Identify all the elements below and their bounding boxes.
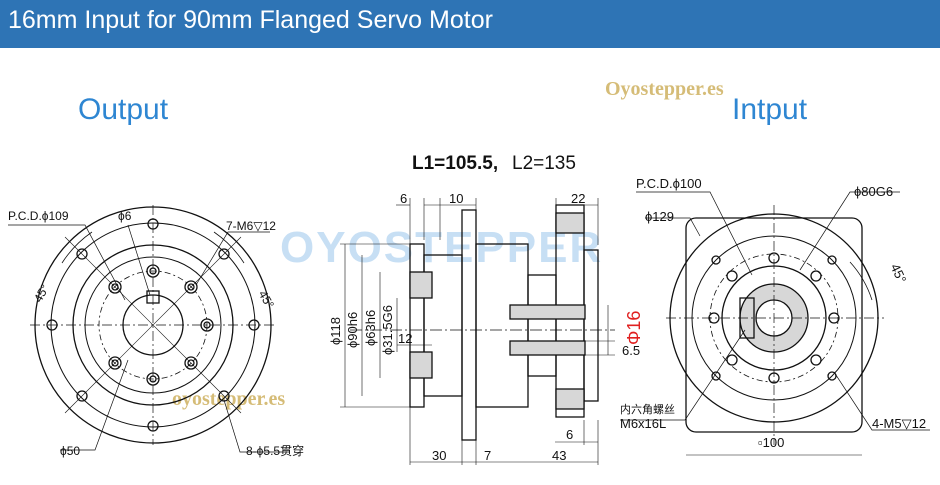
dim-6-5: 6.5 [622, 343, 640, 358]
title-banner: 16mm Input for 90mm Flanged Servo Motor [0, 0, 940, 48]
dim-phi16: Φ16 [624, 311, 644, 345]
input-label: Intput [732, 93, 808, 126]
output-holes-label: 8-ϕ5.5贯穿 [246, 443, 304, 458]
dim-d63: ϕ63h6 [363, 310, 378, 346]
watermark-logo: OYOSTEPPER [280, 223, 603, 272]
dim-43: 43 [552, 448, 566, 463]
l1-label: L1=105.5, [412, 153, 498, 174]
dim-6-top: 6 [400, 191, 407, 206]
dim-12: 12 [398, 331, 412, 346]
input-flange-view [620, 191, 930, 456]
input-d80-label: ϕ80G6 [854, 184, 893, 199]
input-pcd-label: P.C.D.ϕ100 [636, 176, 702, 191]
input-angle-label: 45° [888, 261, 910, 285]
input-screw-label: M6x16L [620, 416, 666, 431]
page-title: 16mm Input for 90mm Flanged Servo Motor [8, 6, 493, 34]
l2-label: L2=135 [512, 153, 576, 174]
output-label: Output [78, 93, 169, 126]
output-pcd-label: P.C.D.ϕ109 [8, 209, 69, 223]
output-dia50-label: ϕ50 [60, 444, 80, 458]
dim-10: 10 [449, 191, 463, 206]
output-flange-view [8, 205, 290, 453]
dim-22: 22 [571, 191, 585, 206]
dim-d90: ϕ90h6 [345, 312, 360, 348]
input-d129-label: ϕ129 [645, 209, 674, 224]
dim-30: 30 [432, 448, 446, 463]
output-angle-right: 45° [256, 288, 277, 311]
gearbox-side-section [340, 198, 615, 465]
output-angle-left: 45° [31, 282, 52, 305]
input-square-label: ▫100 [758, 435, 784, 450]
dim-d118: ϕ118 [328, 317, 343, 345]
output-tap-label: 7-M6▽12 [226, 219, 276, 233]
watermark-site-top: Oyostepper.es [605, 78, 724, 100]
dim-6-bottom: 6 [566, 427, 573, 442]
dim-7: 7 [484, 448, 491, 463]
dim-d31: ϕ31.5G6 [380, 305, 395, 355]
input-screw-cn: 内六角螺丝 [620, 402, 675, 416]
input-tap-label: 4-M5▽12 [872, 416, 926, 431]
output-pin-label: ϕ6 [118, 209, 132, 223]
